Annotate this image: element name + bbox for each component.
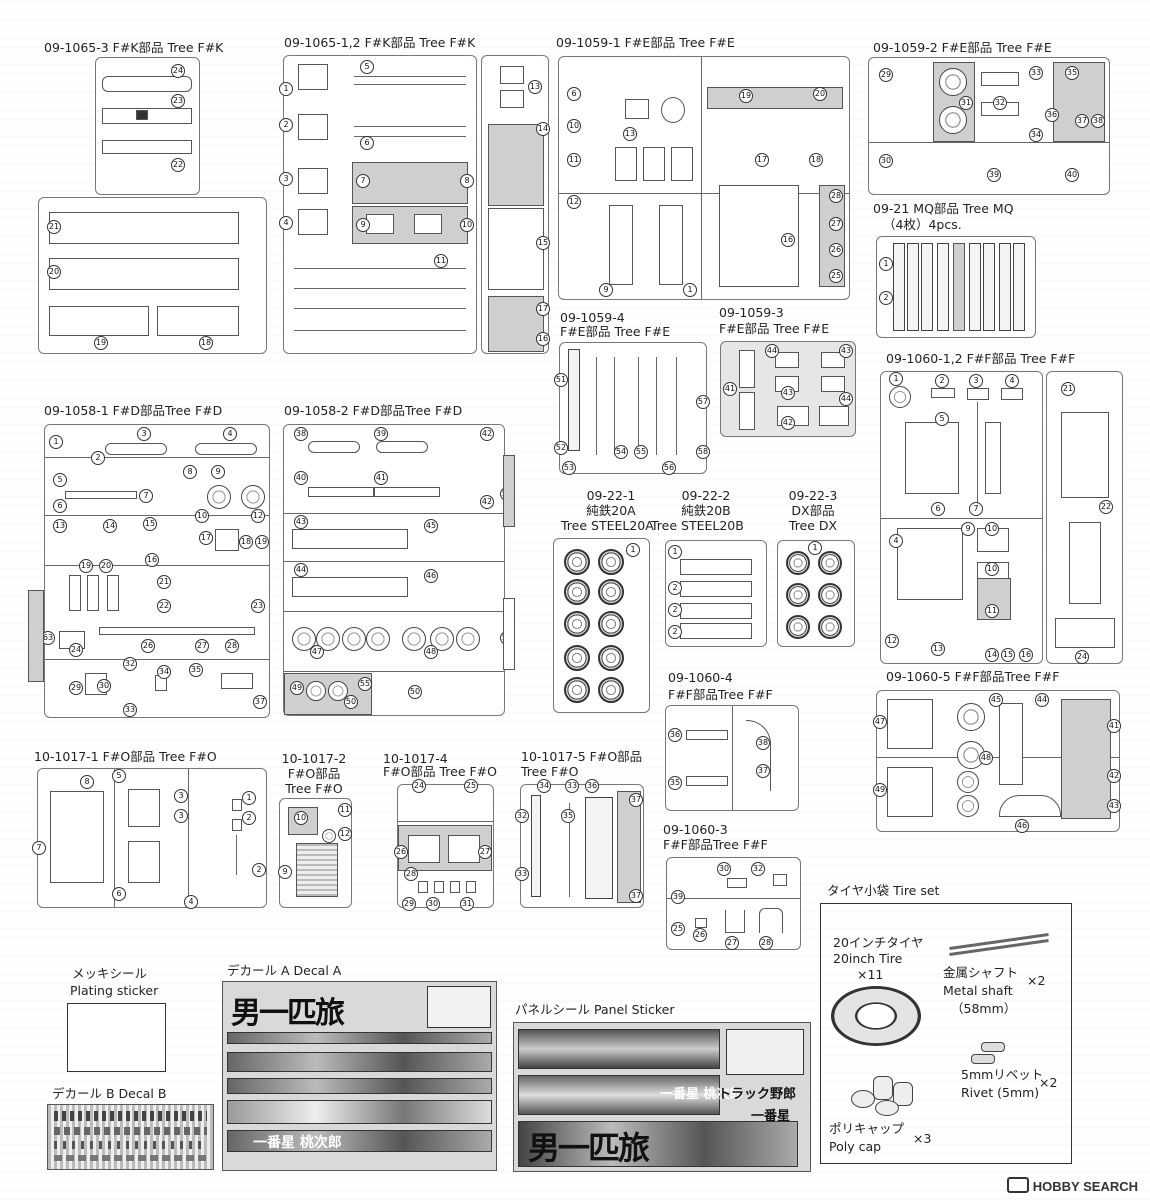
tree-e1: 6 10 11 12 9 1 13 17 18 19 20 28 27 26 2…	[558, 56, 850, 300]
tree-e3: 41 43 42 43 44 44	[720, 341, 856, 437]
rivet-icon-2	[971, 1054, 995, 1064]
tree-e2: 29 30 31 32 33 34 35 36 37 38 39 40	[868, 57, 1110, 195]
tree-d1-tab	[28, 590, 44, 682]
tree-label-s20b-1: 09-22-2	[681, 488, 731, 503]
tree-label-o2-1: 10-1017-2	[281, 751, 347, 766]
tree-label-f5: 09-1060-5 F#F部品Tree F#F	[886, 669, 1060, 684]
tree-label-s20a-3: Tree STEEL20A	[561, 518, 654, 533]
tree-label-k12: 09-1065-1,2 F#K部品 Tree F#K	[284, 35, 476, 50]
tire-label-ja: 20インチタイヤ	[833, 935, 924, 950]
tree-label-o5-1: 10-1017-5 F#O部品	[521, 749, 643, 764]
tire-qty: ×11	[857, 967, 884, 982]
tree-label-dx-1: 09-22-3	[788, 488, 838, 503]
tire-set-label: タイヤ小袋 Tire set	[827, 883, 940, 898]
shaft-qty: ×2	[1027, 973, 1046, 988]
tree-d2-tab-upper	[503, 455, 515, 527]
tree-e4: 51 52 53 54 55 56 57 58	[554, 342, 710, 475]
tree-k3-upper: 24 23 22	[95, 57, 200, 195]
tree-o1: 8 7 5 6 3 3 1 2 2 4	[32, 768, 267, 909]
decal-a-label: デカール A Decal A	[227, 963, 342, 978]
rivet-qty: ×2	[1039, 1075, 1058, 1090]
tree-label-d1: 09-1058-1 F#D部品Tree F#D	[44, 403, 223, 418]
tree-k12-main: 1 2 3 4 5 6 7 8 9 10 11	[279, 55, 477, 354]
tree-d2-tab-lower	[503, 598, 515, 670]
rivet-label-ja: 5mmリベット	[961, 1067, 1044, 1082]
tree-f4: 36 35 38 37	[665, 705, 799, 811]
tree-label-o4-1: 10-1017-4	[383, 751, 448, 766]
rivet-icon	[981, 1042, 1005, 1052]
tree-label-o2-2: F#O部品	[287, 766, 341, 781]
tree-f12-main: 1 2 3 4 5 6 7 4 9 10 10 11 12 13 14 15 1…	[880, 371, 1043, 664]
tree-label-e3-2: F#E部品 Tree F#E	[719, 321, 830, 336]
tree-label-s20a-1: 09-22-1	[586, 488, 636, 503]
tree-steel20a: 1	[553, 538, 650, 713]
tree-label-o2-3: Tree F#O	[285, 781, 343, 796]
plating-label-en: Plating sticker	[70, 983, 159, 998]
shaft-label-size: （58mm）	[951, 1001, 1017, 1016]
polycap-label-ja: ポリキャップ	[829, 1121, 905, 1136]
tree-label-o5-2: Tree F#O	[521, 764, 579, 779]
tree-f3: 39 30 32 25 26 27 28	[666, 857, 801, 950]
tree-label-dx-2: DX部品	[791, 503, 835, 518]
panel-sticker-label: パネルシール Panel Sticker	[515, 1002, 675, 1017]
plating-sticker	[67, 1003, 166, 1072]
tree-d1: 1 2 3 4 5 6 7 8 9 10 12 13 14 15 16 17 1…	[41, 424, 270, 718]
panel-star: 一番星	[750, 1109, 790, 1124]
tire-set-box: 20インチタイヤ 20inch Tire ×11 金属シャフト ×2 Metal…	[820, 903, 1072, 1164]
panel-sub1: 一番星 桃次郎	[660, 1087, 743, 1102]
tree-label-o4-2: F#O部品 Tree F#O	[383, 764, 497, 779]
tire-icon	[831, 986, 921, 1046]
tree-mq: 1 2	[876, 236, 1036, 338]
tree-label-f4-1: 09-1060-4	[668, 670, 733, 685]
polycap-icon	[851, 1076, 921, 1118]
tree-o5: 34 33 36 32 35 33 37 37	[515, 779, 644, 908]
plating-label-ja: メッキシール	[72, 966, 148, 981]
tree-steel20b: 1 2 2 2	[665, 540, 767, 647]
tree-label-k3: 09-1065-3 F#K部品 Tree F#K	[44, 40, 224, 55]
tree-label-s20a-2: 純鉄20A	[586, 503, 636, 518]
decal-b-sheet	[47, 1104, 214, 1170]
panel-sticker-sheet: 一番星 桃次郎 トラック野郎 一番星 男一匹旅	[513, 1022, 811, 1172]
tree-label-f4-2: F#F部品Tree F#F	[668, 687, 773, 702]
tree-label-e1: 09-1059-1 F#E部品 Tree F#E	[556, 35, 735, 50]
decal-a-sheet: 男一匹旅 一番星 桃次郎	[222, 981, 497, 1171]
panel-trucker: トラック野郎	[717, 1087, 796, 1102]
tree-f12-side: 21 22 24	[1046, 371, 1123, 664]
tree-label-f3-1: 09-1060-3	[663, 822, 728, 837]
hobbysearch-logo: HOBBY SEARCH	[1006, 1177, 1138, 1194]
tree-dx: 1	[777, 540, 855, 647]
tree-k3-lower: 21 20 19 18	[38, 197, 267, 354]
decal-a-title: 男一匹旅	[231, 996, 345, 1031]
tree-f5: 45 44 47 49 48 41 42 43 46	[873, 690, 1121, 833]
tree-label-d2: 09-1058-2 F#D部品Tree F#D	[284, 403, 463, 418]
tree-label-e4-2: F#E部品 Tree F#E	[560, 324, 671, 339]
tree-o4: 24 25 26 27 28 29 30 31	[394, 779, 494, 911]
tree-o2: 10 11 12 9	[278, 798, 352, 908]
decal-b-label: デカール B Decal B	[52, 1086, 167, 1101]
tree-label-mq-1: 09-21 MQ部品 Tree MQ	[873, 201, 1014, 216]
tree-k12-side: 13 14 15 17 16	[481, 55, 550, 354]
tire-label-en: 20inch Tire	[833, 951, 903, 966]
panel-portrait	[726, 1029, 804, 1075]
shaft-label-en: Metal shaft	[943, 983, 1013, 998]
tree-label-s20b-2: 純鉄20B	[681, 503, 731, 518]
tree-label-f12: 09-1060-1,2 F#F部品 Tree F#F	[886, 351, 1076, 366]
decal-a-sub: 一番星 桃次郎	[253, 1135, 342, 1151]
tree-label-e2: 09-1059-2 F#E部品 Tree F#E	[873, 40, 1052, 55]
polycap-label-en: Poly cap	[829, 1139, 882, 1154]
tree-label-e4-1: 09-1059-4	[560, 310, 625, 325]
tree-label-f3-2: F#F部品Tree F#F	[663, 837, 768, 852]
tree-label-mq-2: （4枚）4pcs.	[883, 217, 962, 232]
tree-label-s20b-3: Tree STEEL20B	[651, 518, 744, 533]
panel-title: 男一匹旅	[528, 1129, 650, 1167]
decal-a-portrait	[427, 986, 491, 1028]
tree-label-dx-3: Tree DX	[788, 518, 838, 533]
tree-label-e3-1: 09-1059-3	[719, 305, 784, 320]
shaft-label-ja: 金属シャフト	[943, 965, 1019, 980]
polycap-qty: ×3	[913, 1131, 932, 1146]
rivet-label-en: Rivet (5mm)	[961, 1085, 1040, 1100]
tree-label-o1: 10-1017-1 F#O部品 Tree F#O	[34, 749, 217, 764]
tree-d2: 38 39 40 41 42 42 43 44 45 46 47 48 49 5…	[283, 424, 514, 716]
